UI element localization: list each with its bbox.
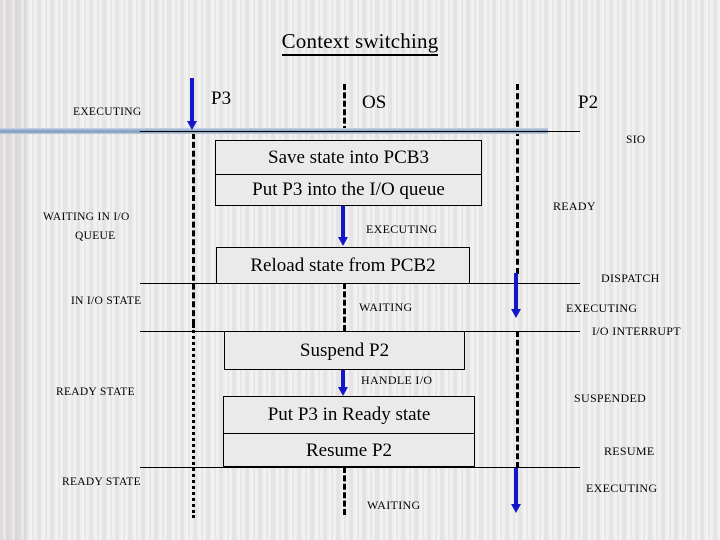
divider-p3-os-dashed [192,133,195,325]
center-label-executing: EXECUTING [366,222,438,236]
column-header-p3: P3 [211,88,232,109]
arrow-p2-resume-executing [514,468,518,505]
box-reload-state: Reload state from PCB2 [216,247,470,284]
right-label-suspended: SUSPENDED [574,391,647,405]
box-row-suspend-p2: Suspend P2 [299,339,390,361]
divider-p3-os-dotted [192,325,195,518]
box-save-state: Save state into PCB3 Put P3 into the I/O… [215,140,482,206]
left-label-ready-state-1: READY STATE [56,386,135,398]
rule-sio [140,131,580,132]
column-header-p2: P2 [578,92,599,113]
box-row-save-state-pcb3: Save state into PCB3 [268,146,429,168]
center-label-handle-io: HANDLE I/O [361,373,433,387]
right-label-executing-2: EXECUTING [586,481,658,495]
box-suspend-p2: Suspend P2 [224,331,465,370]
arrow-os-executing [341,206,345,238]
divider-os-p2-bottom [516,331,519,468]
divider-os-top [343,84,346,132]
arrow-os-handle-io [341,364,345,388]
left-label-executing: EXECUTING [73,106,142,118]
right-label-resume: RESUME [604,444,655,458]
center-label-waiting-1: WAITING [359,300,413,314]
column-header-os: OS [362,92,387,113]
left-label-queue: QUEUE [75,230,116,242]
box-ready-resume: Put P3 in Ready state Resume P2 [223,396,475,467]
right-label-executing-1: EXECUTING [566,301,638,315]
arrow-p2-executing [514,273,518,310]
box-row-put-p3-io-queue: Put P3 into the I/O queue [216,174,481,205]
rule-resume [140,467,580,468]
left-label-waiting-in-io: WAITING IN I/O [43,211,130,223]
box-row-resume-p2: Resume P2 [224,433,474,467]
right-label-io-interrupt: I/O INTERRUPT [592,324,681,338]
divider-os-p2-top [516,84,519,274]
center-label-waiting-2: WAITING [367,498,421,512]
page-title: Context switching [0,29,720,56]
left-label-in-io-state: IN I/O STATE [71,295,142,307]
right-label-sio: SIO [626,134,646,146]
divider-os-middle [343,283,346,331]
box-row-reload-state-pcb2: Reload state from PCB2 [250,254,436,276]
right-label-ready: READY [553,199,596,213]
box-row-put-p3-ready: Put P3 in Ready state [267,404,431,425]
arrow-p3-executing [190,78,194,122]
left-label-ready-state-2: READY STATE [62,476,141,488]
divider-os-bottom [343,467,346,515]
page-title-text: Context switching [281,29,439,56]
right-label-dispatch: DISPATCH [601,271,660,285]
